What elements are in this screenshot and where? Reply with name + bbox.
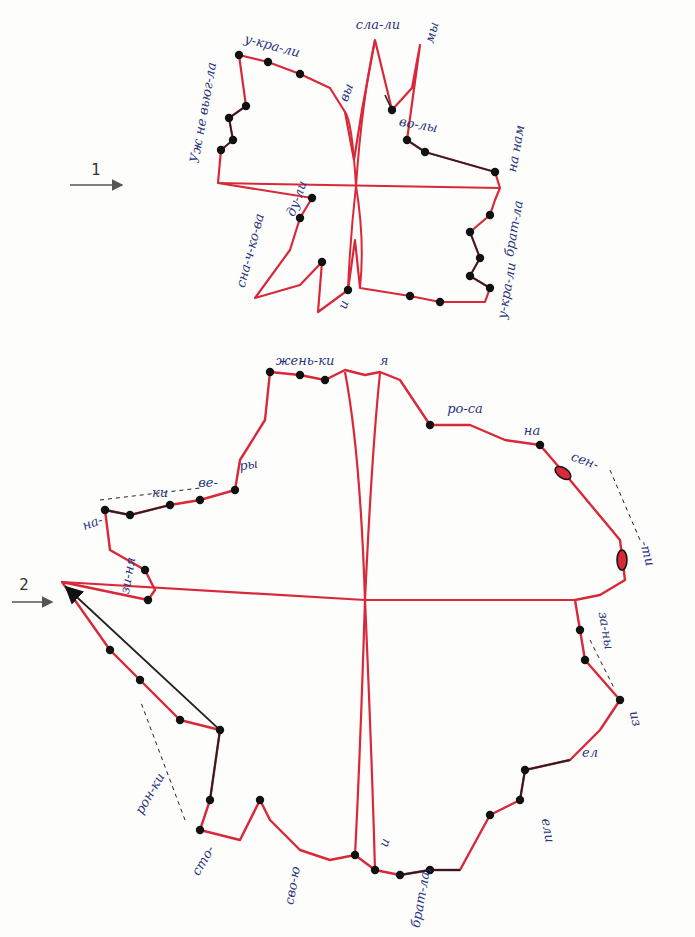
rhythm-segments bbox=[66, 505, 570, 875]
syllable-dot bbox=[616, 696, 624, 704]
syllable-label: рон-ки bbox=[131, 768, 169, 818]
syllable-dot bbox=[196, 496, 204, 504]
syllable-dot bbox=[264, 58, 272, 66]
syllable-dot bbox=[344, 286, 352, 294]
syllable-dot bbox=[396, 871, 404, 879]
syllable-dot bbox=[176, 716, 184, 724]
syllable-dot bbox=[476, 254, 484, 262]
syllable-dot bbox=[321, 376, 329, 384]
syllable-dot bbox=[196, 826, 204, 834]
syllable-dot bbox=[256, 796, 264, 804]
syllable-dot bbox=[318, 258, 326, 266]
syllable-label: на bbox=[522, 423, 542, 438]
leaf-outline bbox=[62, 370, 625, 875]
syllable-label: мы bbox=[421, 18, 442, 46]
syllable-dot bbox=[576, 626, 584, 634]
syllable-dot bbox=[371, 866, 379, 874]
syllable-dot bbox=[231, 486, 239, 494]
syllable-dot bbox=[206, 796, 214, 804]
figure-number: 1 bbox=[89, 162, 103, 179]
syllable-dot bbox=[216, 726, 224, 734]
syllable-dot bbox=[141, 566, 149, 574]
syllable-dot bbox=[491, 168, 499, 176]
syllable-label: за-ны bbox=[595, 608, 617, 652]
syllable-label: на нам bbox=[504, 121, 528, 174]
syllable-label: ры bbox=[235, 455, 260, 474]
syllable-dot bbox=[106, 646, 114, 654]
syllable-label: ве- bbox=[196, 475, 220, 490]
syllable-dot bbox=[144, 596, 152, 604]
syllable-dot bbox=[436, 298, 444, 306]
dashed-guides bbox=[100, 470, 640, 820]
syllable-dot bbox=[351, 851, 359, 859]
rhythm-segments bbox=[221, 95, 495, 288]
syllable-dot bbox=[466, 272, 474, 280]
syllable-dot bbox=[217, 146, 225, 154]
syllable-label: зи-ня bbox=[117, 553, 139, 596]
syllable-label: ро-са bbox=[445, 401, 485, 416]
leaf-outline bbox=[218, 40, 500, 312]
syllable-dot bbox=[521, 766, 529, 774]
syllable-dot bbox=[296, 371, 304, 379]
syllable-label: ели bbox=[538, 815, 558, 846]
syllable-label: вы bbox=[335, 79, 357, 105]
syllable-dot bbox=[296, 70, 304, 78]
syllable-dot bbox=[581, 656, 589, 664]
leaf-veins bbox=[218, 40, 500, 290]
syllable-label: сла-ли bbox=[354, 17, 402, 32]
syllable-dot bbox=[225, 114, 233, 122]
syllable-dot bbox=[486, 211, 494, 219]
syllable-label: брат-ла bbox=[500, 197, 525, 259]
syllable-dot bbox=[126, 511, 134, 519]
syllable-dot bbox=[466, 228, 474, 236]
syllable-label: сна-ч-ко-ва bbox=[232, 210, 267, 291]
syllable-dot bbox=[136, 676, 144, 684]
syllable-label: жень-ки bbox=[274, 353, 337, 368]
syllable-dot bbox=[536, 441, 544, 449]
syllable-label: сво-ю bbox=[281, 863, 303, 907]
syllable-dot bbox=[403, 136, 411, 144]
syllable-dot bbox=[229, 136, 237, 144]
syllable-label: -ти bbox=[637, 537, 659, 569]
syllable-dot bbox=[486, 284, 494, 292]
syllable-label: у-кра-ли bbox=[493, 259, 518, 321]
syllable-dot bbox=[266, 368, 274, 376]
syllable-label: я bbox=[378, 353, 391, 368]
syllable-label: и bbox=[334, 296, 352, 313]
syllable-dot bbox=[486, 811, 494, 819]
syllable-label: Уж не вьюг-ла bbox=[186, 59, 219, 166]
syllable-dot bbox=[516, 796, 524, 804]
pointer-arrow bbox=[12, 601, 52, 603]
syllable-dot bbox=[406, 292, 414, 300]
syllable-dot bbox=[426, 421, 434, 429]
syllable-dot bbox=[308, 194, 316, 202]
stress-marks bbox=[553, 464, 627, 570]
syllable-label: на- bbox=[78, 511, 106, 534]
syllable-label: сто- bbox=[188, 841, 219, 880]
syllable-dot bbox=[235, 51, 243, 59]
syllable-label: из bbox=[626, 707, 646, 730]
syllable-label: ки bbox=[150, 485, 170, 500]
pointer-arrow bbox=[70, 184, 122, 186]
syllable-label: у-кра-ли bbox=[241, 30, 304, 60]
leaf-veins bbox=[62, 372, 575, 870]
syllable-dot bbox=[166, 501, 174, 509]
syllable-dot bbox=[242, 102, 250, 110]
syllable-label: сен- bbox=[567, 447, 602, 472]
syllable-label: во-лы bbox=[396, 113, 441, 135]
syllable-dot bbox=[388, 106, 396, 114]
figure-number: 2 bbox=[17, 577, 31, 594]
syllable-label: и bbox=[375, 834, 393, 851]
syllable-label: ел bbox=[580, 745, 600, 760]
syllable-dot bbox=[421, 148, 429, 156]
